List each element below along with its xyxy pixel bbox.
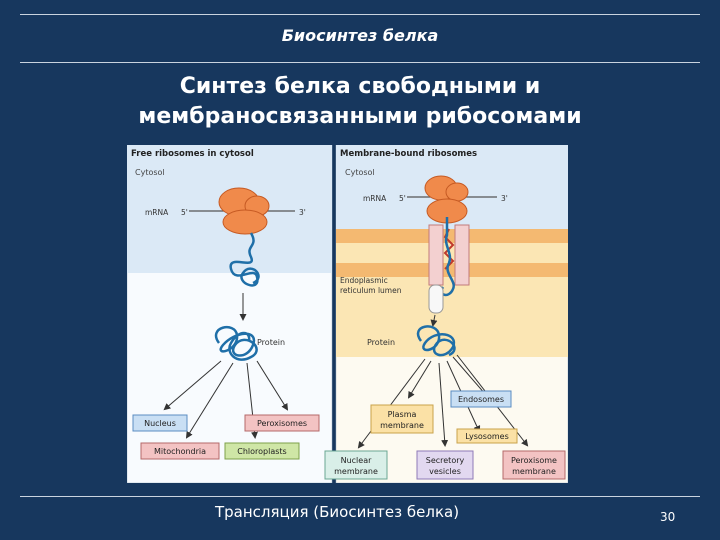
left-arrow-mitochondria [185,362,234,439]
dest-nucleus-label: Nucleus [144,419,176,428]
right-panel: Membrane-bound ribosomes Cytosol mRNA 5'… [324,145,568,483]
right-protein-label: Protein [367,338,395,347]
left-arrow-nucleus [163,360,222,411]
right-nascent-chain [440,217,455,297]
left-nascent-chain [229,232,260,287]
title-line-1: Синтез белка свободными и [179,74,541,99]
dest-nucleus-box [132,414,188,432]
dest-secretory-vesicles-line1: Secretory [426,456,465,465]
right-arrow-nuclear [357,358,426,449]
dest-lysosomes-label: Lysosomes [465,432,508,441]
vesicle-bud [428,284,444,314]
dest-peroxisome-membrane-line1: Peroxisome [511,456,557,465]
dest-plasma-membrane-box [370,404,434,434]
left-cytosol-label: Cytosol [135,168,165,177]
right-folded-protein [416,325,456,357]
left-panel-title: Free ribosomes in cytosol [131,149,254,159]
dest-secretory-vesicles-box [416,450,474,480]
dest-peroxisomes-box [244,414,320,432]
right-panel-title: Membrane-bound ribosomes [340,149,477,159]
left-ribosome [218,187,270,235]
dest-nuclear-membrane-line2: membrane [334,467,378,476]
dest-lysosomes-box [456,428,518,444]
right-arrow-plasma [407,360,432,399]
dest-nuclear-membrane-line1: Nuclear [341,456,373,465]
dest-peroxisome-membrane-line2: membrane [512,467,556,476]
dest-mitochondria-label: Mitochondria [154,447,206,456]
dest-peroxisome-membrane-box [502,450,566,480]
dest-nuclear-membrane-box [324,450,388,480]
right-mrna-label: mRNA [363,194,387,203]
header-rule [20,62,700,63]
title-line-2: мембраносвязанными рибосомами [138,104,582,129]
right-three-prime: 3' [501,194,508,203]
slide-footer: Трансляция (Биосинтез белка) [215,503,460,521]
er-lumen-label-line1: Endoplasmic [340,276,388,285]
dest-endosomes-box [450,390,512,408]
dest-plasma-membrane-line1: Plasma [388,410,417,419]
right-arrow-secretory [438,362,449,447]
er-lumen-label-line2: reticulum lumen [340,286,402,295]
left-arrow-peroxisomes [256,360,289,411]
left-folded-protein [214,325,258,361]
footer-rule [20,496,700,497]
er-membrane-bottom [336,263,568,277]
dest-peroxisomes-label: Peroxisomes [257,419,307,428]
dest-chloroplasts-label: Chloroplasts [237,447,286,456]
protein-synthesis-figure: Free ribosomes in cytosol Cytosol mRNA 5… [127,145,568,483]
slide-title: Синтез белка свободными и мембраносвязан… [0,72,720,132]
left-five-prime: 5' [181,208,188,217]
right-arrow-to-protein [430,314,438,327]
dest-plasma-membrane-line2: membrane [380,421,424,430]
right-five-prime: 5' [399,194,406,203]
dest-mitochondria-box [140,442,220,460]
page-number: 30 [660,510,676,524]
slide-header: Биосинтез белка [281,26,439,45]
translocon-channel [428,224,470,286]
dest-endosomes-label: Endosomes [458,395,504,404]
right-cytosol-label: Cytosol [345,168,375,177]
left-mrna-label: mRNA [145,208,169,217]
left-panel: Free ribosomes in cytosol Cytosol mRNA 5… [127,145,333,483]
er-membrane-top [336,229,568,243]
left-protein-label: Protein [257,338,285,347]
top-rule [20,14,700,15]
dest-secretory-vesicles-line2: vesicles [429,467,461,476]
right-ribosome [424,175,469,224]
left-three-prime: 3' [299,208,306,217]
dest-chloroplasts-box [224,442,300,460]
